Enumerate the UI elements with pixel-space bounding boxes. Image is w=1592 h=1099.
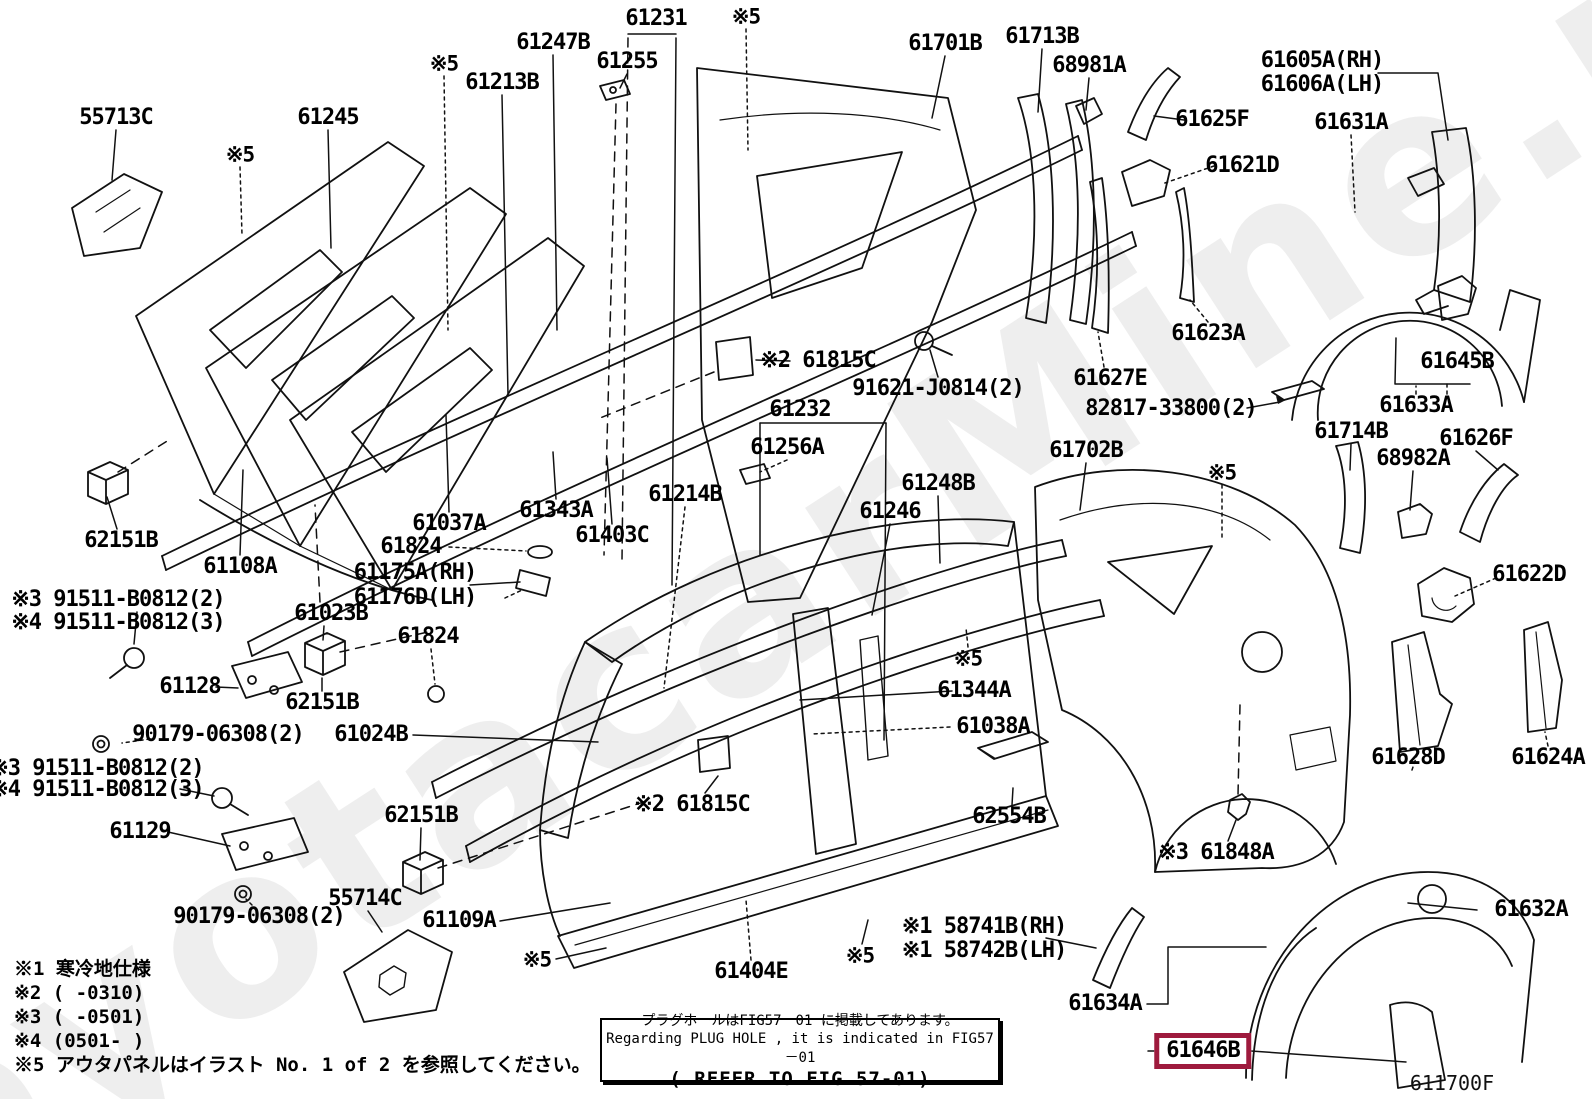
part-label-158742BLH[interactable]: ※1 58742B(LH) [901, 938, 1067, 963]
part-label-61824[interactable]: 61824 [397, 624, 459, 649]
art-lower-wheelhouse [1245, 871, 1535, 1089]
reference-marker: ※5 [953, 646, 983, 671]
part-label-61248B[interactable]: 61248B [901, 471, 975, 496]
part-label-61625F[interactable]: 61625F [1175, 107, 1249, 132]
part-label-61129[interactable]: 61129 [109, 819, 171, 844]
part-label-391511B08122[interactable]: ※3 91511-B0812(2) [11, 587, 225, 612]
part-label-55713C[interactable]: 55713C [79, 105, 153, 130]
leader-lines [106, 28, 1549, 1063]
part-label-61176DLH[interactable]: 61176D(LH) [353, 585, 477, 610]
part-label-61024B[interactable]: 61024B [334, 722, 408, 747]
part-label-61232[interactable]: 61232 [769, 397, 831, 422]
part-label-61623A[interactable]: 61623A [1171, 321, 1245, 346]
reference-marker: ※5 [522, 947, 552, 972]
art-upper-quarter-inner-panel [696, 67, 977, 603]
art-upper-wheelhouse [1291, 167, 1541, 421]
part-label-61214B[interactable]: 61214B [648, 482, 722, 507]
part-label-261815C[interactable]: ※2 61815C [760, 348, 876, 373]
part-label-61344A[interactable]: 61344A [937, 678, 1011, 703]
footnote: ※4 (0501- ) [14, 1030, 145, 1052]
part-label-61023B[interactable]: 61023B [294, 601, 368, 626]
reference-marker: ※5 [429, 51, 459, 76]
part-label-158741BRH[interactable]: ※1 58741B(RH) [901, 914, 1067, 939]
reference-marker: ※5 [845, 943, 875, 968]
part-label-61256A[interactable]: 61256A [750, 435, 824, 460]
part-label-61247B[interactable]: 61247B [516, 30, 590, 55]
part-label-61631A[interactable]: 61631A [1314, 110, 1388, 135]
art-inner-side-frames [135, 141, 585, 601]
part-label-61633A[interactable]: 61633A [1379, 393, 1453, 418]
part-label-61622D[interactable]: 61622D [1492, 562, 1566, 587]
part-label-61404E[interactable]: 61404E [714, 959, 788, 984]
part-label-61645B[interactable]: 61645B [1420, 349, 1494, 374]
part-label-61632A[interactable]: 61632A [1494, 897, 1568, 922]
part-label-61626F[interactable]: 61626F [1439, 426, 1513, 451]
part-label-61343A[interactable]: 61343A [519, 498, 593, 523]
part-label-391511B08122[interactable]: ※3 91511-B0812(2) [0, 756, 205, 781]
part-label-61824[interactable]: 61824 [380, 534, 442, 559]
part-label-82817338002[interactable]: 82817-33800(2) [1085, 396, 1257, 421]
part-label-61037A[interactable]: 61037A [412, 511, 486, 536]
part-label-491511B08123[interactable]: ※4 91511-B0812(3) [0, 777, 205, 802]
part-label-62554B[interactable]: 62554B [972, 804, 1046, 829]
plug-hole-note-box: プラグホールはFIG57－01 に掲載してあります。 Regarding PLU… [600, 1013, 1000, 1090]
footnote: ※5 アウタパネルはイラスト No. 1 of 2 を参照してください。 [14, 1054, 591, 1076]
part-label-361848A[interactable]: ※3 61848A [1158, 840, 1274, 865]
note-line-reference: ( REFER TO FIG 57-01) [669, 1068, 931, 1090]
part-label-491511B08123[interactable]: ※4 91511-B0812(3) [11, 610, 225, 635]
part-label-61245[interactable]: 61245 [297, 105, 359, 130]
footnote: ※2 ( -0310) [14, 982, 145, 1004]
part-label-261815C[interactable]: ※2 61815C [634, 792, 750, 817]
note-line-english: Regarding PLUG HOLE , it is indicated in… [606, 1031, 994, 1066]
footnote: ※3 ( -0501) [14, 1006, 145, 1028]
part-label-61213B[interactable]: 61213B [465, 70, 539, 95]
part-label-61605ARH[interactable]: 61605A(RH) [1260, 48, 1384, 73]
part-label-61255[interactable]: 61255 [596, 49, 658, 74]
art-right-small-parts [1271, 380, 1563, 753]
figure-code: 611700F [1409, 1071, 1495, 1095]
part-label-61701B[interactable]: 61701B [908, 31, 982, 56]
reference-marker: ※5 [225, 142, 255, 167]
reference-marker: ※5 [731, 4, 761, 29]
art-lower-side-panel [539, 518, 1059, 969]
part-label-61128[interactable]: 61128 [159, 674, 221, 699]
part-label-61606ALH[interactable]: 61606A(LH) [1260, 72, 1384, 97]
part-label-61624A[interactable]: 61624A [1511, 745, 1585, 770]
part-label-61109A[interactable]: 61109A [422, 908, 496, 933]
part-label-61627E[interactable]: 61627E [1073, 366, 1147, 391]
part-label-61038A[interactable]: 61038A [956, 714, 1030, 739]
highlighted-part-label-61646B[interactable]: 61646B [1154, 1033, 1252, 1069]
part-label-61231[interactable]: 61231 [625, 6, 687, 31]
part-label-61628D[interactable]: 61628D [1371, 745, 1445, 770]
footnote-list: ※1 寒冷地仕様※2 ( -0310)※3 ( -0501)※4 (0501- … [14, 957, 591, 1077]
part-label-61702B[interactable]: 61702B [1049, 438, 1123, 463]
part-label-68982A[interactable]: 68982A [1376, 446, 1450, 471]
part-label-55714C[interactable]: 55714C [328, 886, 402, 911]
art-quarter-outer-panel [1034, 468, 1352, 873]
reference-marker: ※5 [1207, 460, 1237, 485]
footnote: ※1 寒冷地仕様 [14, 958, 151, 980]
part-label-61714B[interactable]: 61714B [1314, 419, 1388, 444]
part-label-61108A[interactable]: 61108A [203, 554, 277, 579]
part-label-62151B[interactable]: 62151B [84, 528, 158, 553]
part-label-61403C[interactable]: 61403C [575, 523, 649, 548]
part-label-61621D[interactable]: 61621D [1205, 153, 1279, 178]
part-label-68981A[interactable]: 68981A [1052, 53, 1126, 78]
part-label-62151B[interactable]: 62151B [285, 690, 359, 715]
part-label-61175ARH[interactable]: 61175A(RH) [353, 560, 477, 585]
part-label-90179063082[interactable]: 90179-06308(2) [132, 722, 304, 747]
part-label-61634A[interactable]: 61634A [1068, 991, 1142, 1016]
part-label-91621J08142[interactable]: 91621-J0814(2) [852, 376, 1024, 401]
part-label-61246[interactable]: 61246 [859, 499, 921, 524]
part-label-62151B[interactable]: 62151B [384, 803, 458, 828]
part-label-61713B[interactable]: 61713B [1005, 24, 1079, 49]
part-label-90179063082[interactable]: 90179-06308(2) [173, 904, 345, 929]
art-hardware [71, 79, 1251, 1023]
note-line-japanese: プラグホールはFIG57－01 に掲載してあります。 [641, 1013, 959, 1029]
